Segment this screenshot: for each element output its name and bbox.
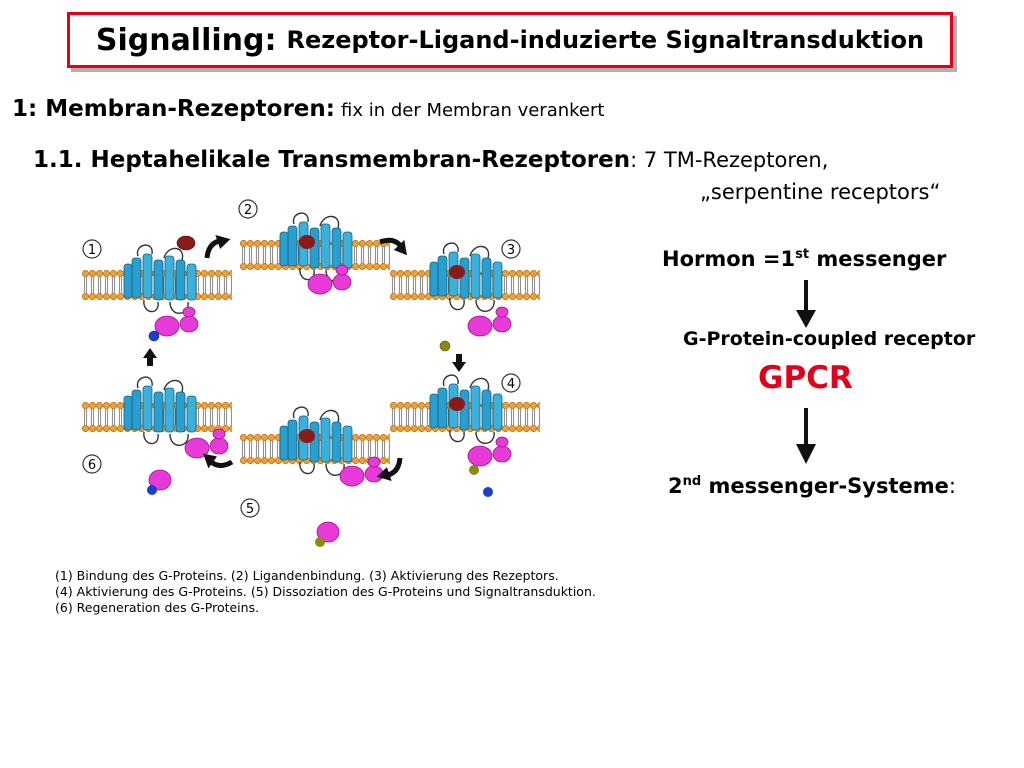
cycle-arrow-5-6-icon [199,452,232,475]
second-prefix: 2 [668,474,683,498]
page-title: Signalling: [95,22,277,58]
panel-3 [390,242,540,352]
second-suffix: messenger-Systeme [701,474,949,498]
second-colon: : [948,474,956,498]
panel-6 [82,376,232,495]
step-label-1: 1 [88,243,96,258]
hormon-sup: st [795,247,810,262]
step-label-4: 4 [507,377,515,392]
step-label-5: 5 [246,502,254,517]
heading1-bold: 1: Membran-Rezeptoren: [12,96,335,122]
gpcr-long-label: G-Protein-coupled receptor [683,328,976,350]
caption-line-2: (4) Aktivierung des G-Proteins. (5) Diss… [55,584,596,599]
second-messenger-systems: 2nd messenger-Systeme: [668,474,956,498]
panel-1 [82,244,232,342]
caption-line-1: (1) Bindung des G-Proteins. (2) Liganden… [55,568,559,583]
cycle-arrow-3-4-icon [452,354,466,372]
panel-5 [240,406,390,547]
panel-4 [390,374,540,497]
step-label-2: 2 [244,203,252,218]
cycle-arrow-1-2-icon [199,229,232,258]
gpcr-cycle-diagram: 1 2 3 6 5 [82,199,540,547]
page-subtitle: Rezeptor-Ligand-induzierte Signaltransdu… [286,26,925,54]
second-sup: nd [682,474,702,489]
heading1-normal: fix in der Membran verankert [340,100,605,121]
hormon-prefix: Hormon =1 [662,247,796,271]
heading-membrane-receptors: 1: Membran-Rezeptoren:fix in der Membran… [12,96,604,122]
step-label-6: 6 [88,458,96,473]
heading2-continuation: „serpentine receptors“ [700,180,941,204]
heading2-bold: 1.1. Heptahelikale Transmembran-Rezeptor… [33,147,631,173]
hormon-first-messenger: Hormon =1st messenger [662,247,946,271]
gpcr-label: GPCR [758,360,853,396]
cycle-arrow-6-1-icon [143,348,157,366]
hormon-suffix: messenger [809,247,947,271]
caption-line-3: (6) Regeneration des G-Proteins. [55,600,260,615]
arrow-down-1-icon [796,280,816,328]
title-box: Signalling: Rezeptor-Ligand-induzierte S… [67,12,953,68]
panel-2 [240,212,390,295]
heading2-normal: : 7 TM-Rezeptoren, [630,148,829,172]
diagram-caption: (1) Bindung des G-Proteins. (2) Liganden… [55,568,596,616]
heading-heptahelical: 1.1. Heptahelikale Transmembran-Rezeptor… [33,147,828,173]
step-label-3: 3 [507,243,515,258]
arrow-down-2-icon [796,408,816,464]
